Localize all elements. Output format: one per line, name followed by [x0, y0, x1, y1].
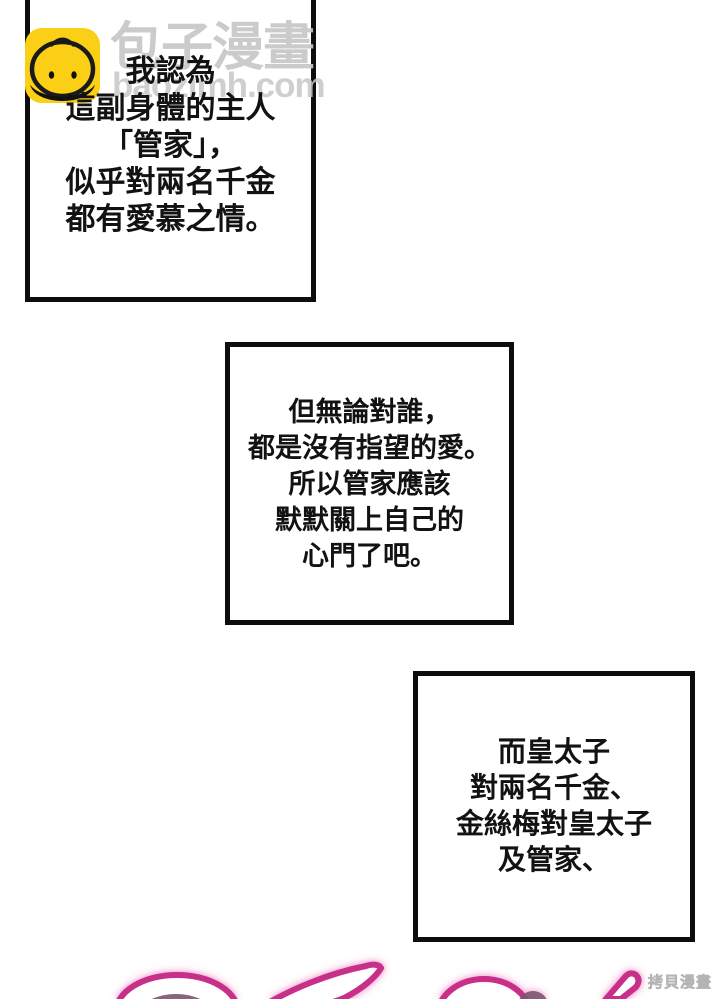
narration-line: 對兩名千金、 — [469, 772, 638, 804]
narration-line: 這副身體的主人 — [65, 91, 276, 125]
site-watermark-domain: baozimh.com — [112, 66, 326, 105]
pink-artwork-peek — [116, 961, 642, 999]
narration-line: 金絲梅對皇太子 — [455, 808, 652, 840]
narration-line: 及管家、 — [497, 844, 610, 876]
narration-line: 都有愛慕之情。 — [65, 202, 276, 236]
art-oval-left-inner — [151, 994, 201, 999]
narration-line: 所以管家應該 — [288, 468, 451, 499]
site-watermark-text: 包子漫畫 — [110, 19, 315, 77]
narration-line: 似乎對兩名千金 — [65, 165, 276, 199]
narration-line: 都是沒有指望的愛。 — [248, 432, 491, 463]
baozi-logo — [25, 28, 100, 103]
narration-text-1: 我認為 這副身體的主人 「管家」， 似乎對兩名千金 都有愛慕之情。 — [30, 53, 311, 238]
narration-text-2: 但無論對誰， 都是沒有指望的愛。 所以管家應該 默默關上自己的 心門了吧。 — [230, 394, 509, 574]
narration-line: 但無論對誰， — [288, 396, 451, 427]
narration-line: 而皇太子 — [497, 736, 610, 768]
copy-watermark-text: 拷貝漫畫 — [648, 974, 713, 992]
art-swoosh — [269, 961, 385, 999]
baozi-bun-icon — [29, 37, 96, 101]
narration-line: 「管家」， — [103, 128, 238, 162]
art-slash — [602, 970, 642, 999]
narration-panel-1: 我認為 這副身體的主人 「管家」， 似乎對兩名千金 都有愛慕之情。 — [25, 0, 316, 302]
narration-text-3: 而皇太子 對兩名千金、 金絲梅對皇太子 及管家、 — [418, 735, 690, 879]
art-oval-left — [116, 972, 238, 999]
narration-line: 默默關上自己的 — [275, 504, 464, 535]
art-blob — [519, 991, 547, 999]
art-oval-right — [439, 976, 529, 999]
narration-line: 心門了吧。 — [302, 540, 437, 571]
narration-line: 我認為 — [125, 54, 216, 88]
narration-panel-2: 但無論對誰， 都是沒有指望的愛。 所以管家應該 默默關上自己的 心門了吧。 — [225, 342, 514, 625]
narration-panel-3: 而皇太子 對兩名千金、 金絲梅對皇太子 及管家、 — [413, 671, 695, 942]
